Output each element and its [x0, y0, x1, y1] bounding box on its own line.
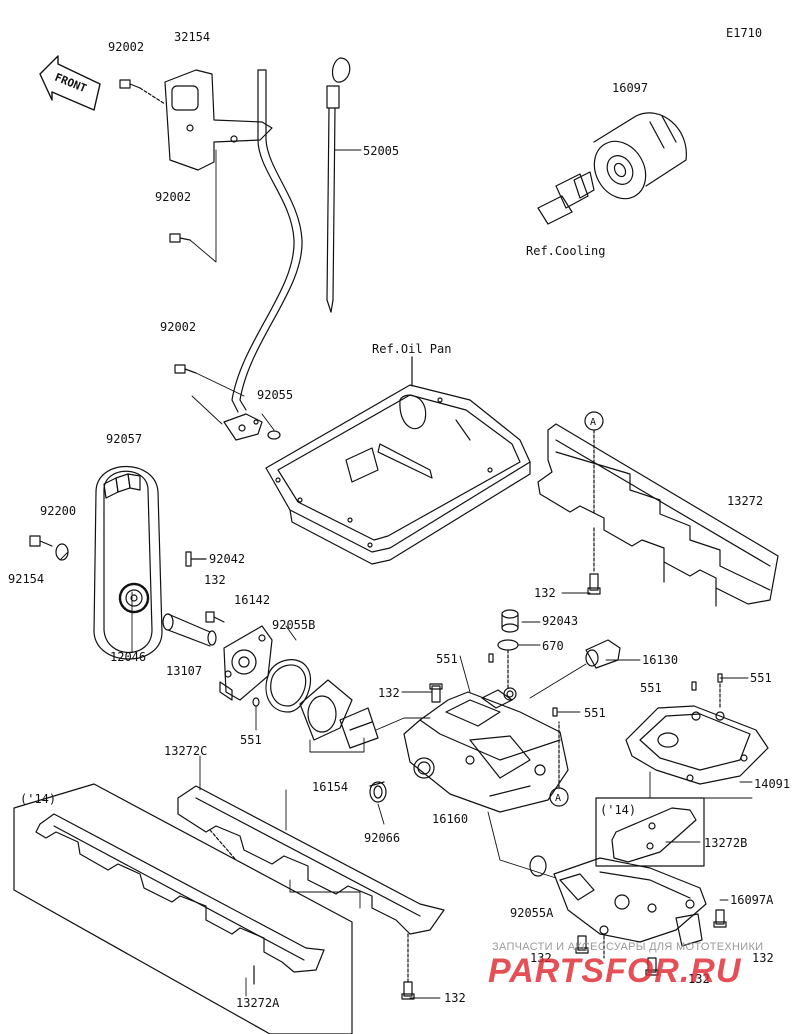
strainer-92066 — [369, 781, 387, 803]
cover-14091 — [625, 705, 769, 785]
part-52005[interactable]: 52005 — [363, 144, 400, 158]
o-ring-92055 — [267, 430, 281, 440]
pump-housing-16160 — [403, 687, 569, 813]
part-132-bottom[interactable]: 132 — [444, 991, 466, 1005]
pin-551-c — [552, 707, 558, 717]
pump-body-16142 — [219, 625, 273, 701]
part-13272c[interactable]: 13272C — [164, 744, 208, 758]
part-132-bracket-b[interactable]: 132 — [752, 951, 774, 965]
part-32154[interactable]: 32154 — [174, 30, 211, 44]
pin-92042 — [185, 551, 192, 567]
collar-92043 — [501, 609, 519, 633]
part-551-c[interactable]: 551 — [584, 706, 606, 720]
part-16160[interactable]: 16160 — [432, 812, 469, 826]
part-16130[interactable]: 16130 — [642, 653, 679, 667]
dipstick-tube — [223, 69, 303, 441]
bolt-132-bracket-c — [645, 957, 659, 976]
part-132-pump[interactable]: 132 — [204, 573, 226, 587]
part-92043[interactable]: 92043 — [542, 614, 579, 628]
ref-cooling[interactable]: Ref.Cooling — [526, 244, 606, 258]
year-note-13272b: ('14) — [600, 803, 637, 817]
front-arrow-icon — [39, 55, 101, 111]
pin-551-d — [691, 681, 697, 691]
part-16097[interactable]: 16097 — [612, 81, 649, 95]
diagram-code: E1710 — [726, 26, 763, 40]
bolt-132-plate — [587, 573, 601, 595]
plate-13272a — [35, 813, 325, 985]
bolt-132-bracket-a — [575, 935, 589, 954]
plate-13272 — [537, 423, 779, 605]
dipstick-52005 — [326, 57, 351, 313]
bolt-92154 — [29, 535, 53, 547]
part-92066[interactable]: 92066 — [364, 831, 401, 845]
bolt-92002-mid — [169, 233, 191, 243]
part-132-housing[interactable]: 132 — [378, 686, 400, 700]
oil-pan — [265, 384, 531, 565]
bolt-132-housing — [429, 683, 443, 703]
part-132-plate[interactable]: 132 — [534, 586, 556, 600]
part-16154[interactable]: 16154 — [312, 780, 349, 794]
part-551-b[interactable]: 551 — [436, 652, 458, 666]
bolt-132-bracket-b — [713, 909, 727, 928]
part-670[interactable]: 670 — [542, 639, 564, 653]
part-551-d[interactable]: 551 — [640, 681, 662, 695]
part-92042[interactable]: 92042 — [209, 552, 246, 566]
sprocket-12046 — [118, 582, 150, 614]
part-92002-top[interactable]: 92002 — [108, 40, 145, 54]
part-92154[interactable]: 92154 — [8, 572, 45, 586]
o-ring-670 — [497, 639, 519, 651]
part-92200[interactable]: 92200 — [40, 504, 77, 518]
plate-13272c — [177, 785, 445, 935]
filter-nipple — [537, 171, 595, 225]
rotor-16154 — [299, 679, 379, 749]
year-box-13272b — [595, 797, 705, 867]
part-13272[interactable]: 13272 — [727, 494, 764, 508]
part-92055a[interactable]: 92055A — [510, 906, 554, 920]
year-note-13272a: ('14) — [20, 792, 57, 806]
bracket-32154 — [164, 69, 273, 171]
part-92002-mid[interactable]: 92002 — [155, 190, 192, 204]
part-13272a[interactable]: 13272A — [236, 996, 280, 1010]
part-13107[interactable]: 13107 — [166, 664, 203, 678]
chain-92057 — [93, 465, 163, 660]
part-13272b[interactable]: 13272B — [704, 836, 748, 850]
part-92002-low[interactable]: 92002 — [160, 320, 197, 334]
part-16097a[interactable]: 16097A — [730, 893, 774, 907]
part-12046[interactable]: 12046 — [110, 650, 147, 664]
plate-13272b — [611, 807, 697, 863]
gasket-92055b — [265, 659, 312, 713]
pin-551-b — [488, 653, 494, 663]
part-132-bracket-c[interactable]: 132 — [688, 972, 710, 986]
bolt-132-pump — [205, 611, 225, 623]
watermark-logo: PARTSFOR.RU — [488, 952, 742, 990]
marker-a-top-label: A — [590, 417, 596, 428]
bolt-92002-top — [119, 79, 141, 89]
part-92057[interactable]: 92057 — [106, 432, 143, 446]
part-16142[interactable]: 16142 — [234, 593, 271, 607]
marker-a-bottom-label: A — [555, 793, 561, 804]
part-551-e[interactable]: 551 — [750, 671, 772, 685]
shaft-13107 — [162, 613, 217, 647]
part-132-bracket-a[interactable]: 132 — [530, 951, 552, 965]
part-92055b[interactable]: 92055B — [272, 618, 316, 632]
part-14091[interactable]: 14091 — [754, 777, 791, 791]
year-box-13272a — [13, 783, 353, 1034]
o-ring-92055a — [529, 855, 547, 877]
watermark-caption: ЗАПЧАСТИ И АКСЕССУАРЫ ДЛЯ МОТОТЕХНИКИ — [492, 941, 764, 953]
ref-oil-pan[interactable]: Ref.Oil Pan — [372, 342, 452, 356]
bolt-132-bottom — [401, 981, 415, 1000]
part-92055[interactable]: 92055 — [257, 388, 294, 402]
bolt-92002-low — [174, 364, 197, 374]
filter-bracket-16097a — [553, 857, 707, 947]
relief-valve-16130 — [585, 639, 621, 669]
oil-filter-16097 — [593, 112, 687, 200]
part-551-a[interactable]: 551 — [240, 733, 262, 747]
